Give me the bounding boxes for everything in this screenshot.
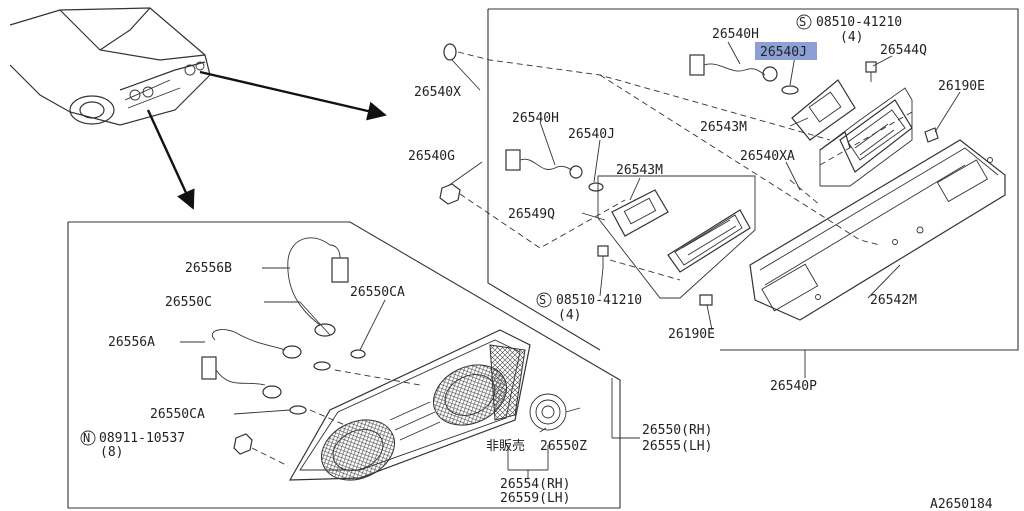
label-08911-10537[interactable]: 08911-10537 xyxy=(99,431,185,446)
label-26556A[interactable]: 26556A xyxy=(108,335,155,350)
label-08510-qty-bottom: (4) xyxy=(558,308,581,323)
label-26550RH[interactable]: 26550(RH) xyxy=(642,423,712,438)
label-26555LH[interactable]: 26555(LH) xyxy=(642,439,712,454)
label-26540X[interactable]: 26540X xyxy=(414,85,461,100)
label-08911-qty: (8) xyxy=(100,445,123,460)
label-26190E-bottom[interactable]: 26190E xyxy=(668,327,715,342)
s-mark-top: S xyxy=(799,15,806,29)
label-26540G[interactable]: 26540G xyxy=(408,149,455,164)
n-mark: N xyxy=(83,431,90,445)
label-08510-41210-top[interactable]: 08510-41210 xyxy=(816,15,902,30)
label-26554RH[interactable]: 26554(RH) xyxy=(500,477,570,492)
label-26544Q[interactable]: 26544Q xyxy=(880,43,927,58)
label-26550CA-top[interactable]: 26550CA xyxy=(350,285,405,300)
highlight-26540J xyxy=(755,42,817,60)
label-26550CA-bottom[interactable]: 26550CA xyxy=(150,407,205,422)
diagram-code: A2650184 xyxy=(930,497,993,511)
labels-upper: 26540H 26540J S 08510-41210 (4) 26544Q 2… xyxy=(408,14,985,394)
label-26549Q[interactable]: 26549Q xyxy=(508,207,555,222)
label-26540H-top[interactable]: 26540H xyxy=(712,27,759,42)
label-26190E-top[interactable]: 26190E xyxy=(938,79,985,94)
s-mark-bottom: S xyxy=(539,293,546,307)
tail-lamp-assembly-box xyxy=(67,221,640,509)
label-26550C[interactable]: 26550C xyxy=(165,295,212,310)
label-26543M-mid[interactable]: 26543M xyxy=(616,163,663,178)
label-26542M[interactable]: 26542M xyxy=(870,293,917,308)
label-26543M-top[interactable]: 26543M xyxy=(700,120,747,135)
label-08510-41210-bottom[interactable]: 08510-41210 xyxy=(556,293,642,308)
car-illustration xyxy=(9,7,387,210)
license-lamp-assembly-box xyxy=(439,8,1019,378)
label-26556B[interactable]: 26556B xyxy=(185,261,232,276)
label-26540J-top[interactable]: 26540J xyxy=(760,45,807,60)
labels-lower: 26556B 26550C 26550CA 26556A 26550CA N 0… xyxy=(80,261,712,506)
label-08510-qty-top: (4) xyxy=(840,30,863,45)
label-26540H-mid[interactable]: 26540H xyxy=(512,111,559,126)
label-26559LH[interactable]: 26559(LH) xyxy=(500,491,570,506)
label-26550Z[interactable]: 26550Z xyxy=(540,439,587,454)
label-26540XA[interactable]: 26540XA xyxy=(740,149,795,164)
label-26540P[interactable]: 26540P xyxy=(770,379,817,394)
label-not-for-sale: 非販売 xyxy=(486,438,525,454)
label-26540J-mid[interactable]: 26540J xyxy=(568,127,615,142)
